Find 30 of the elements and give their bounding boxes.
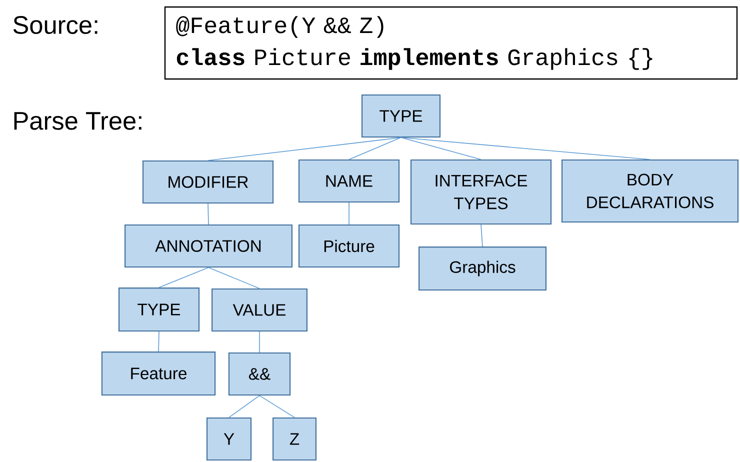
tree-edge xyxy=(158,331,160,352)
tree-node-box: MODIFIER xyxy=(142,160,274,204)
tree-node-box: && xyxy=(228,352,291,396)
tree-node-box: ANNOTATION xyxy=(124,224,292,268)
section-label: Parse Tree: xyxy=(14,112,142,130)
tree-node-box: Graphics xyxy=(418,246,546,290)
tree-edge xyxy=(400,137,482,160)
tree-edge xyxy=(348,202,350,225)
tree-edge xyxy=(208,137,402,161)
tree-node-box: TYPE xyxy=(118,288,200,332)
tree-node-box: BODY DECLARATIONS xyxy=(561,159,739,223)
tree-node-box: Y xyxy=(206,417,252,461)
tree-edge xyxy=(208,203,209,225)
tree-node-box: Picture xyxy=(298,224,400,268)
tree-edge xyxy=(259,331,260,353)
tree-node-box: Feature xyxy=(101,352,216,396)
tree-node-box: VALUE xyxy=(212,288,308,332)
tree-edge xyxy=(158,267,209,288)
tree-edge xyxy=(400,137,650,160)
code-box: @Feature(Y && Z) class Picture implements Graphics {} xyxy=(164,6,738,80)
tree-node-box: NAME xyxy=(298,159,400,203)
tree-edge xyxy=(208,267,260,289)
tree-edge xyxy=(348,137,402,160)
tree-node-box: Z xyxy=(272,417,316,461)
tree-node-box: INTERFACE TYPES xyxy=(410,159,552,225)
section-label: Source: xyxy=(13,16,98,34)
tree-edge xyxy=(480,224,483,247)
tree-node-box: TYPE xyxy=(361,94,441,138)
tree-edge xyxy=(259,395,295,418)
tree-edge xyxy=(228,395,260,418)
